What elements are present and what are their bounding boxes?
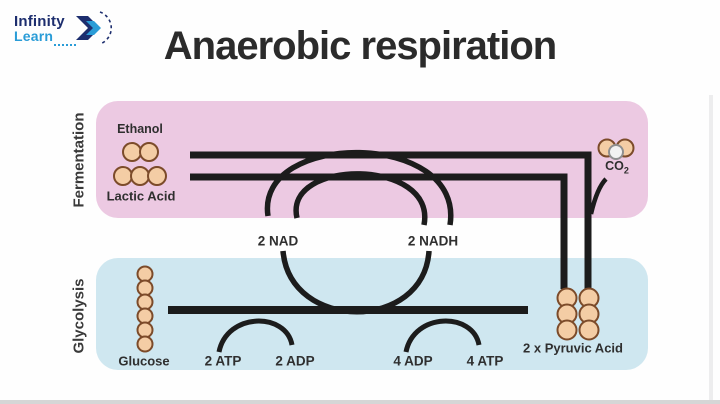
co2-carbon-atom [608, 144, 624, 160]
label-2adp: 2 ADP [275, 353, 315, 369]
label-nad: 2 NAD [257, 233, 299, 249]
arrow-adp-to-atp [403, 318, 482, 353]
section-label-glycolysis: Glycolysis [70, 278, 88, 354]
arrow-nadh-to-nad-inner [293, 171, 428, 226]
label-4atp: 4 ATP [466, 353, 504, 369]
arrow-nad-to-nadh [280, 250, 432, 315]
logo-text-learn: Learn [14, 28, 54, 44]
label-glucose: Glucose [118, 353, 170, 369]
logo: Infinity Learn [14, 6, 124, 56]
page-edge-bottom [0, 400, 720, 404]
page-edge-right [709, 95, 713, 400]
logo-text-infinity: Infinity [14, 13, 65, 30]
label-lactic-acid: Lactic Acid [106, 188, 176, 204]
arrow-nadh-to-nad-outer [264, 149, 454, 226]
arrow-to-co2 [588, 177, 608, 215]
label-pyruvic-acid: 2 x Pyruvic Acid [523, 340, 623, 356]
glucose-molecule [136, 265, 154, 353]
fermentation-band [96, 101, 648, 218]
label-ethanol: Ethanol [117, 122, 163, 136]
page-title: Anaerobic respiration [163, 24, 557, 68]
paper-plane-icon [76, 11, 112, 45]
label-nadh: 2 NADH [407, 233, 459, 249]
label-2atp: 2 ATP [204, 353, 242, 369]
label-4adp: 4 ADP [393, 353, 433, 369]
logo-underline-decoration [54, 44, 76, 46]
arrow-layer [168, 149, 608, 353]
ethanol-molecule [122, 142, 159, 162]
arrow-atp-to-adp [216, 318, 295, 353]
pyruvic-acid-molecules [556, 287, 600, 341]
lactic-acid-molecule [113, 166, 167, 186]
arrow-pyruvate-to-lactic-acid [190, 173, 568, 289]
section-label-fermentation: Fermentation [70, 112, 88, 208]
label-co2: CO2 [605, 158, 629, 176]
molecule-layer [113, 138, 635, 353]
